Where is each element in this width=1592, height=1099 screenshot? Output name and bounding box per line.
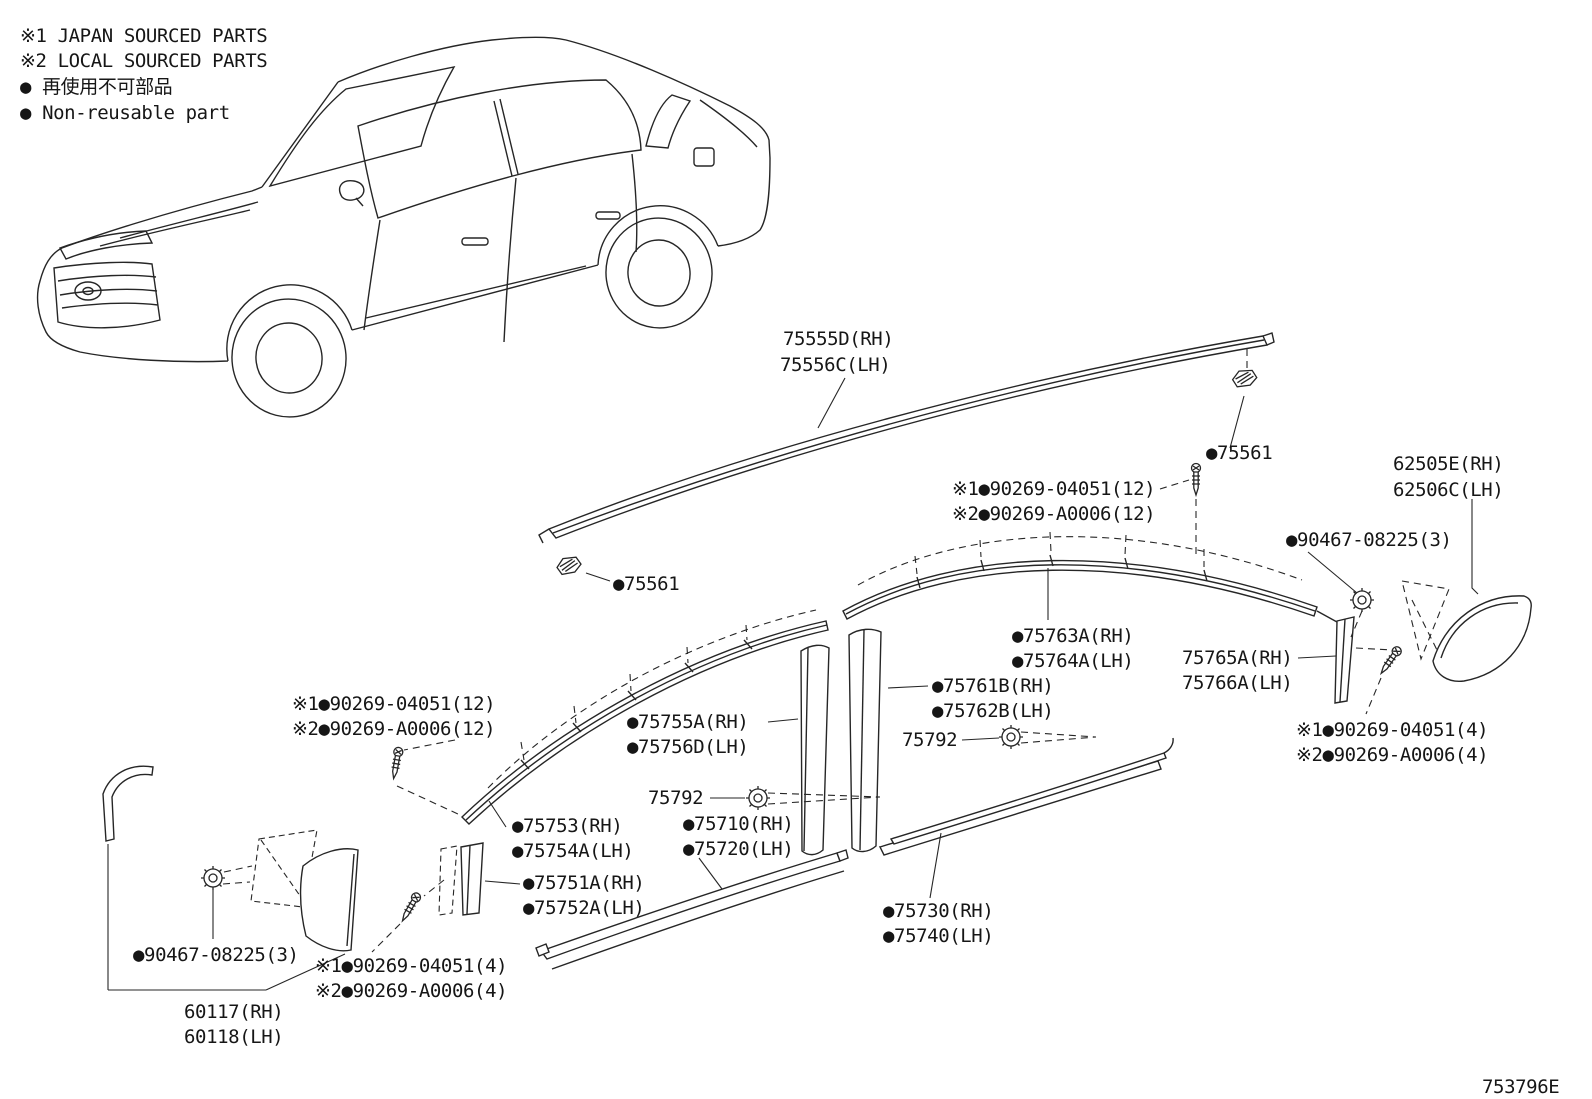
screw-90269-right12-icon: [1190, 462, 1202, 496]
callout-75766a-lh: 75766A(LH): [1182, 672, 1293, 694]
callout-75762b-lh: ●75762B(LH): [932, 700, 1054, 722]
callout-75752a-lh: ●75752A(LH): [523, 897, 645, 919]
front-quarter-tape-ghost: [250, 829, 318, 908]
front-window-frame-ghost: [487, 609, 817, 789]
callout-75763a-rh: ●75763A(RH): [1012, 625, 1134, 647]
grommet-90467-left-icon: [200, 865, 226, 891]
callout-60117-rh: 60117(RH): [184, 1001, 284, 1023]
callout-75764a-lh: ●75764A(LH): [1012, 650, 1134, 672]
clip-75792-rear-icon: [998, 724, 1024, 750]
callout-90269-a0006-4-right: ※2●90269-A0006(4): [1296, 744, 1489, 766]
callout-75720-lh: ●75720(LH): [683, 838, 794, 860]
callout-75751a-rh: ●75751A(RH): [523, 872, 645, 894]
screw-90269-left12-icon: [388, 746, 405, 780]
rear-pillar-tape-shape: [848, 628, 882, 853]
callout-62505e-rh: 62505E(RH): [1393, 453, 1504, 475]
front-window-frame-moulding-shape: [460, 620, 829, 825]
callout-75792-front: 75792: [648, 787, 704, 809]
quarter-pillar-tape-shape: [1334, 616, 1355, 704]
legend-line-local-sourced: ※2 LOCAL SOURCED PARTS: [20, 50, 268, 72]
roof-clip-left-icon: [554, 553, 584, 577]
leader-lines: [107, 377, 1479, 991]
legend-line-japan-sourced: ※1 JAPAN SOURCED PARTS: [20, 25, 268, 47]
callout-75761b-rh: ●75761B(RH): [932, 675, 1054, 697]
legend-line-non-reusable-jp: ● 再使用不可部品: [20, 76, 173, 98]
callout-90269-04051-12-right: ※1●90269-04051(12): [952, 478, 1156, 500]
callout-90269-a0006-12-left: ※2●90269-A0006(12): [292, 718, 496, 740]
callout-75555d-rh: 75555D(RH): [783, 328, 894, 350]
front-pillar-tape-shape: [800, 644, 830, 856]
callout-90269-04051-4-left: ※1●90269-04051(4): [315, 955, 508, 977]
callout-62506c-lh: 62506C(LH): [1393, 479, 1504, 501]
callout-75756d-lh: ●75756D(LH): [627, 736, 749, 758]
callout-75561-roof-right: ●75561: [1206, 442, 1273, 464]
callout-90269-a0006-4-left: ※2●90269-A0006(4): [315, 980, 508, 1002]
rear-window-frame-ghost: [857, 531, 1303, 586]
legend-line-non-reusable-en: ● Non-reusable part: [20, 102, 230, 124]
callout-75556c-lh: 75556C(LH): [780, 354, 891, 376]
callout-75710-rh: ●75710(RH): [683, 813, 794, 835]
clip-75792-front-icon: [745, 785, 771, 811]
callout-75754a-lh: ●75754A(LH): [512, 840, 634, 862]
callout-60118-lh: 60118(LH): [184, 1026, 284, 1048]
callout-75792-rear: 75792: [902, 729, 958, 751]
quarter-window-moulding-shape: [1432, 595, 1532, 682]
diagram-code: 753796E: [1482, 1076, 1560, 1098]
rear-belt-moulding-shape: [879, 737, 1174, 856]
front-belt-moulding-shape: [535, 849, 849, 970]
callout-90269-04051-4-right: ※1●90269-04051(4): [1296, 719, 1489, 741]
callout-75730-rh: ●75730(RH): [883, 900, 994, 922]
callout-75753-rh: ●75753(RH): [512, 815, 623, 837]
front-door-front-tape-shape: [460, 842, 484, 916]
callout-90269-04051-12-left: ※1●90269-04051(12): [292, 693, 496, 715]
callout-90467-08225-left: ●90467-08225(3): [133, 944, 299, 966]
roof-clip-right-icon: [1230, 367, 1259, 390]
callout-75561-roof-left: ●75561: [613, 573, 680, 595]
windshield-side-moulding-shape: [102, 765, 154, 842]
front-quarter-tape-shape: [299, 848, 359, 952]
callout-75740-lh: ●75740(LH): [883, 925, 994, 947]
roof-drip-moulding-shape: [538, 332, 1275, 544]
grommet-90467-right-icon: [1349, 587, 1375, 613]
screw-90269-left4-icon: [397, 890, 423, 924]
callout-75755a-rh: ●75755A(RH): [627, 711, 749, 733]
front-door-front-tape-ghost: [438, 845, 458, 916]
callout-75765a-rh: 75765A(RH): [1182, 647, 1293, 669]
dashed-leader-lines: [222, 349, 1393, 953]
callout-90467-08225-right: ●90467-08225(3): [1286, 529, 1452, 551]
vehicle-sketch: [36, 36, 771, 418]
rear-window-frame-moulding-shape: [842, 554, 1338, 623]
quarter-window-moulding-ghost: [1401, 580, 1450, 661]
callout-90269-a0006-12-right: ※2●90269-A0006(12): [952, 503, 1156, 525]
